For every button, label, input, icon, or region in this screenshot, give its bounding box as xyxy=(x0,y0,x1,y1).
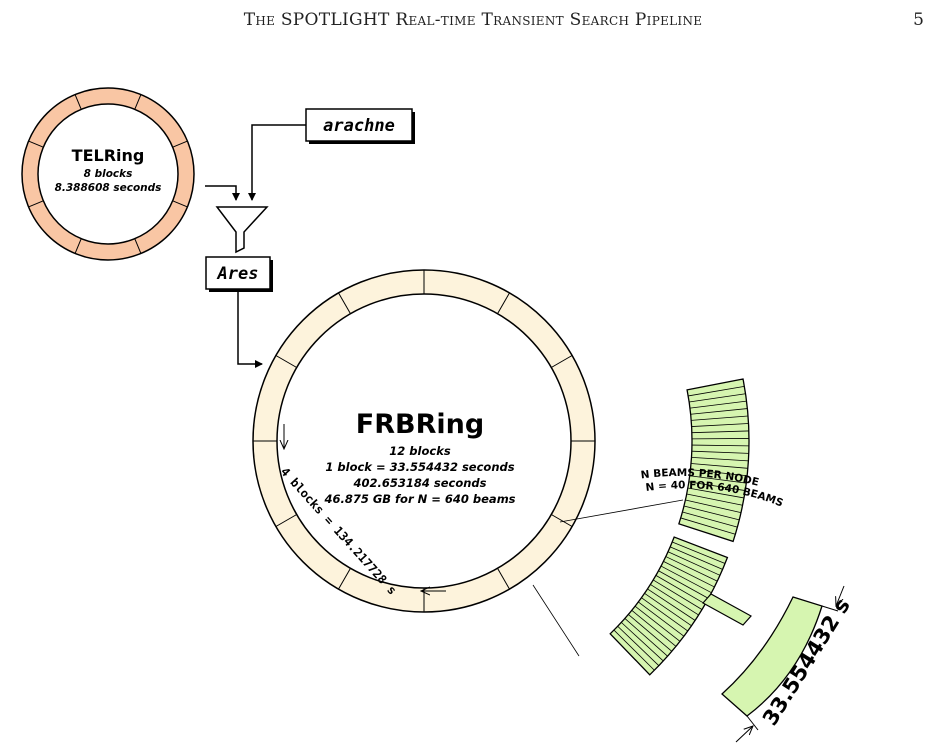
telring-block-divider xyxy=(134,238,142,254)
arachne-label: arachne xyxy=(323,116,395,136)
beam-line xyxy=(644,592,692,627)
beam-connector xyxy=(702,593,752,626)
frbring-blocks: 12 blocks xyxy=(389,444,451,458)
beam-line xyxy=(689,475,747,484)
beam-line xyxy=(682,511,738,528)
beam-line xyxy=(631,610,677,647)
telring: TELRing 8 blocks 8.388608 seconds xyxy=(21,87,195,261)
beam-line xyxy=(690,408,748,415)
beam-lines-top xyxy=(680,385,749,535)
beam-line xyxy=(680,517,736,535)
beam-line xyxy=(638,601,685,637)
funnel-icon xyxy=(215,206,269,254)
page-number: 5 xyxy=(913,10,924,30)
beam-line xyxy=(687,487,745,499)
telring-block-divider xyxy=(28,140,44,148)
telring-block-divider xyxy=(28,200,44,208)
beam-line xyxy=(691,430,749,434)
beam-line xyxy=(628,614,673,652)
beam-line xyxy=(660,565,712,594)
beam-line xyxy=(647,588,696,621)
beam-line xyxy=(691,463,748,469)
beam-line xyxy=(691,444,749,447)
running-title: The SPOTLIGHT Real-time Transient Search… xyxy=(243,10,703,30)
frbring-block-divider xyxy=(551,355,573,368)
beam-line xyxy=(683,505,740,521)
frbring-block-divider xyxy=(275,514,297,527)
frbring-size: 46.875 GB for N = 640 beams xyxy=(323,492,515,506)
single-block-arrow-bottom xyxy=(735,726,753,743)
telring-block-divider xyxy=(172,200,188,208)
beam-line xyxy=(613,629,655,671)
beam-line xyxy=(663,560,715,588)
telring-block-divider xyxy=(74,238,82,254)
beam-line xyxy=(667,551,721,576)
telring-inner xyxy=(37,103,179,245)
beam-line xyxy=(689,393,746,403)
beam-line xyxy=(617,625,660,666)
frbring-block-divider xyxy=(497,568,510,590)
beam-line xyxy=(665,556,718,582)
frbring-name: FRBRing xyxy=(356,409,484,440)
beam-line xyxy=(672,541,726,564)
beam-line xyxy=(652,579,703,610)
single-block-arrow-top xyxy=(836,585,845,606)
beam-line xyxy=(650,584,699,616)
beam-line xyxy=(691,456,749,462)
beam-line xyxy=(691,450,749,454)
beam-line xyxy=(658,570,709,599)
beam-line xyxy=(670,546,723,570)
beam-lines-bottom xyxy=(613,541,726,671)
beam-line xyxy=(686,493,743,506)
beam-line xyxy=(621,622,664,662)
beam-line xyxy=(691,423,749,427)
ares-label: Ares xyxy=(217,264,259,284)
beam-line xyxy=(655,575,706,605)
arachne-box: arachne xyxy=(305,108,415,144)
telring-block-divider xyxy=(172,140,188,148)
arachne-to-funnel-arrow xyxy=(248,124,306,201)
frbring-total-duration: 402.653184 seconds xyxy=(352,476,486,490)
ares-to-frbring-arrow xyxy=(237,289,263,368)
running-head: The SPOTLIGHT Real-time Transient Search… xyxy=(0,6,946,30)
frbring-block-divider xyxy=(551,514,573,527)
beam-line xyxy=(685,499,742,513)
beam-line xyxy=(689,400,747,409)
telring-block-divider xyxy=(134,94,142,110)
frbring-inner xyxy=(276,293,572,589)
frbring-block-duration: 1 block = 33.554432 seconds xyxy=(325,460,514,474)
telring-block-dividers xyxy=(28,94,188,254)
beam-line xyxy=(691,415,749,421)
beam-line xyxy=(624,618,668,657)
single-block-tick-top xyxy=(821,605,839,612)
ares-box: Ares xyxy=(205,256,273,292)
telring-to-funnel-arrow xyxy=(205,185,240,201)
beam-line xyxy=(688,385,745,397)
frbring-block-dividers xyxy=(253,270,595,612)
frbring-block-divider xyxy=(338,568,351,590)
telring-block-divider xyxy=(74,94,82,110)
beam-segment xyxy=(609,378,750,676)
beam-line xyxy=(641,597,688,632)
frbring-block-divider xyxy=(338,292,351,314)
projection-line-top xyxy=(559,499,684,523)
telring-name: TELRing xyxy=(72,146,145,165)
projection-line-bottom xyxy=(532,584,580,657)
telring-duration: 8.388608 seconds xyxy=(55,182,162,194)
beam-line xyxy=(634,605,681,642)
frbring: FRBRing 12 blocks 1 block = 33.554432 se… xyxy=(252,269,596,613)
beam-line xyxy=(688,481,746,491)
frbring-block-divider xyxy=(275,355,297,368)
telring-blocks: 8 blocks xyxy=(84,168,133,180)
single-block-tick-bottom xyxy=(746,715,759,731)
frbring-block-divider xyxy=(497,292,510,314)
beam-line xyxy=(690,469,748,477)
